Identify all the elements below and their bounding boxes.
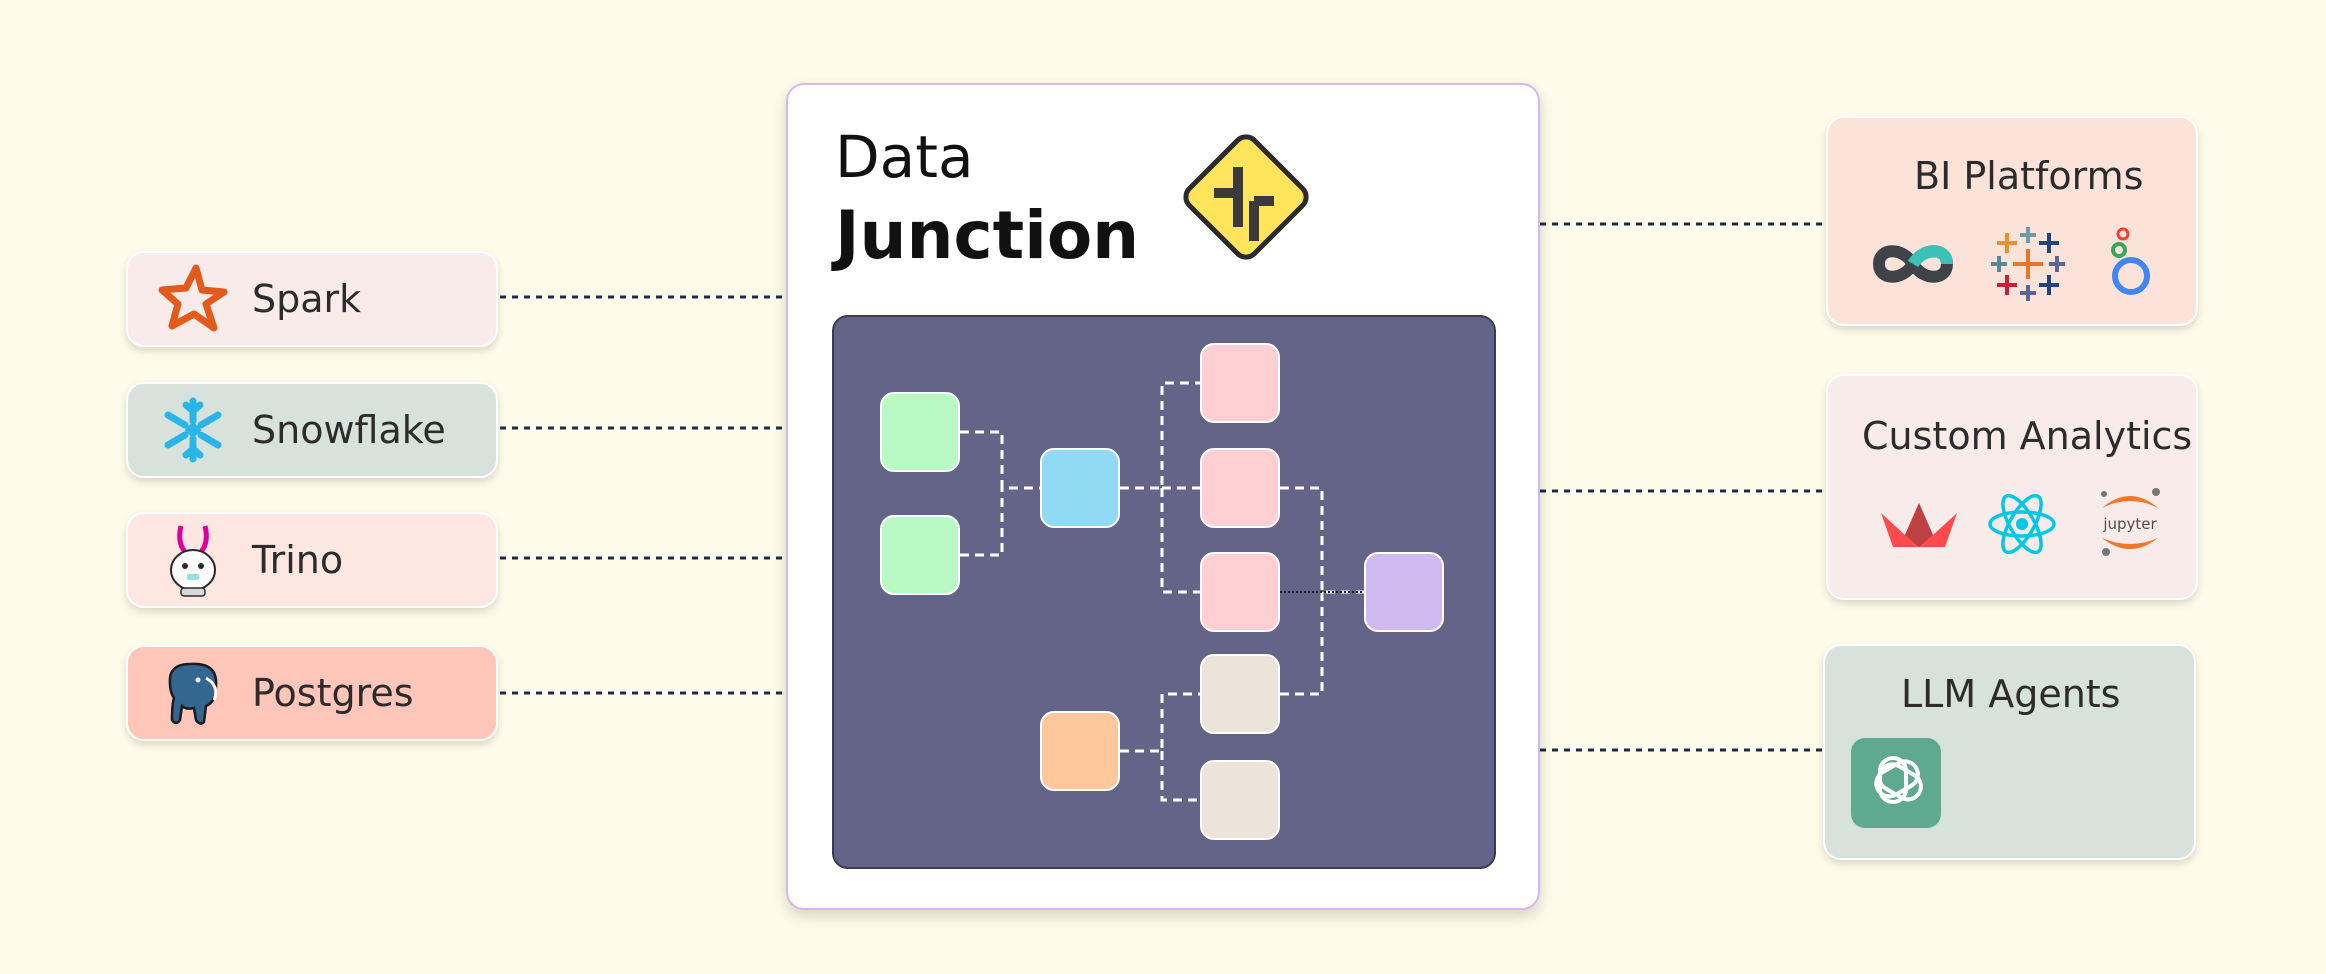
jupyter-icon: jupyter: [2090, 482, 2170, 562]
openai-knot-icon: [1851, 738, 1941, 828]
dag-edge: [1280, 486, 1364, 594]
destination-title: Custom Analytics: [1862, 414, 2193, 458]
dag-edge: [960, 430, 1044, 490]
dag-edge: [1280, 592, 1324, 696]
tableau-cross-icon: [1988, 224, 2068, 304]
dag-edge: [1120, 381, 1204, 490]
title-junction: Junction: [835, 197, 1140, 274]
source-label: Postgres: [252, 671, 414, 715]
source-label: Snowflake: [252, 408, 446, 452]
trino-bunny-icon: [154, 525, 232, 597]
postgres-elephant-icon: [154, 658, 232, 728]
react-atom-icon: [1984, 486, 2060, 562]
dag-edge: [1120, 692, 1204, 753]
dag-node-green: [880, 515, 960, 595]
source-label: Trino: [252, 538, 344, 582]
source-card-trino: Trino: [126, 512, 498, 608]
data-junction-panel: Data Junction: [786, 83, 1540, 910]
dag-node-green: [880, 392, 960, 472]
jupyter-wordmark: jupyter: [2102, 515, 2157, 533]
source-card-postgres: Postgres: [126, 645, 498, 741]
snowflake-icon: [154, 395, 232, 465]
destination-card-bi-platforms: BI Platforms: [1826, 116, 2198, 326]
spark-icon: [154, 264, 232, 334]
source-card-snowflake: Snowflake: [126, 382, 498, 478]
dag-edge: [1160, 751, 1204, 802]
dag-node-beige: [1200, 654, 1280, 734]
source-label: Spark: [252, 277, 362, 321]
dag-node-purple: [1364, 552, 1444, 632]
dag-edge: [1160, 488, 1204, 594]
looker-ring-icon: [2096, 224, 2166, 304]
infinity-loop-icon: [1868, 224, 1958, 304]
destination-title: LLM Agents: [1901, 672, 2121, 716]
destination-card-custom-analytics: Custom Analytics jupyter: [1826, 374, 2198, 600]
destination-title: BI Platforms: [1914, 154, 2144, 198]
dag-node-orange: [1040, 711, 1120, 791]
dag-node-pink: [1200, 552, 1280, 632]
dag-edges: [960, 381, 1364, 802]
dag-node-beige: [1200, 760, 1280, 840]
destination-card-llm-agents: LLM Agents: [1823, 644, 2196, 860]
dag-edge: [960, 488, 1004, 557]
dag-node-pink: [1200, 343, 1280, 423]
streamlit-crown-icon: [1878, 486, 1960, 562]
dag-node-blue: [1040, 448, 1120, 528]
dag-graph-panel: [832, 315, 1496, 869]
source-card-spark: Spark: [126, 251, 498, 347]
title-data: Data: [835, 123, 974, 191]
dag-node-pink: [1200, 448, 1280, 528]
junction-sign-logo: [1183, 134, 1309, 260]
